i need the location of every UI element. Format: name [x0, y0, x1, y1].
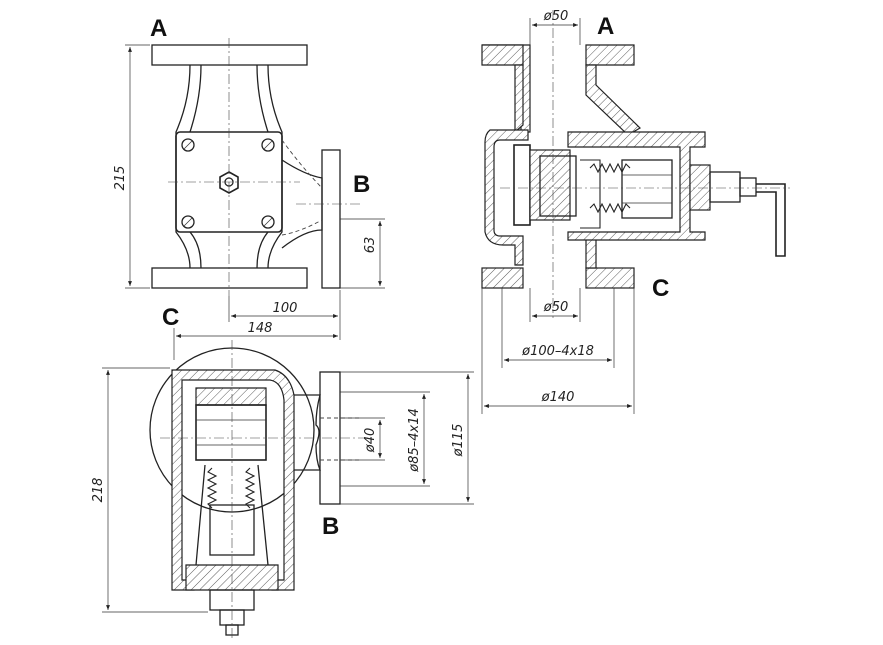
bottom-section-view [102, 340, 474, 640]
port-label-a: A [597, 13, 614, 40]
front-view [125, 38, 385, 360]
dimension-height-front: 215 [113, 166, 128, 191]
dimension-port-b-offset: 63 [363, 237, 378, 254]
dimension-width-100: 100 [273, 301, 298, 316]
spring-icon [206, 467, 256, 509]
port-label-c: C [162, 304, 179, 331]
dimension-flange-140: ø140 [541, 390, 575, 405]
dimension-height-218: 218 [91, 478, 106, 503]
dimension-flange-115: ø115 [451, 424, 466, 458]
cover-bolt-icon [261, 215, 275, 229]
dimension-bore-50-bottom: ø50 [543, 300, 569, 315]
dimension-bolt-circle-100: ø100–4x18 [521, 344, 594, 359]
port-label-b: B [353, 171, 370, 198]
dimension-bore-40: ø40 [363, 428, 378, 454]
spring-icon [589, 162, 631, 214]
port-label-c: C [652, 275, 669, 302]
side-section-view [481, 10, 790, 414]
cover-bolt-icon [261, 138, 275, 152]
dimension-bore-50-top: ø50 [543, 9, 569, 24]
cover-bolt-icon [181, 215, 195, 229]
dimension-bolt-circle-85: ø85–4x14 [407, 408, 422, 473]
port-label-a: A [150, 15, 167, 42]
port-label-b: B [322, 513, 339, 540]
dimension-width-148: 148 [248, 321, 273, 336]
cover-bolt-icon [181, 138, 195, 152]
